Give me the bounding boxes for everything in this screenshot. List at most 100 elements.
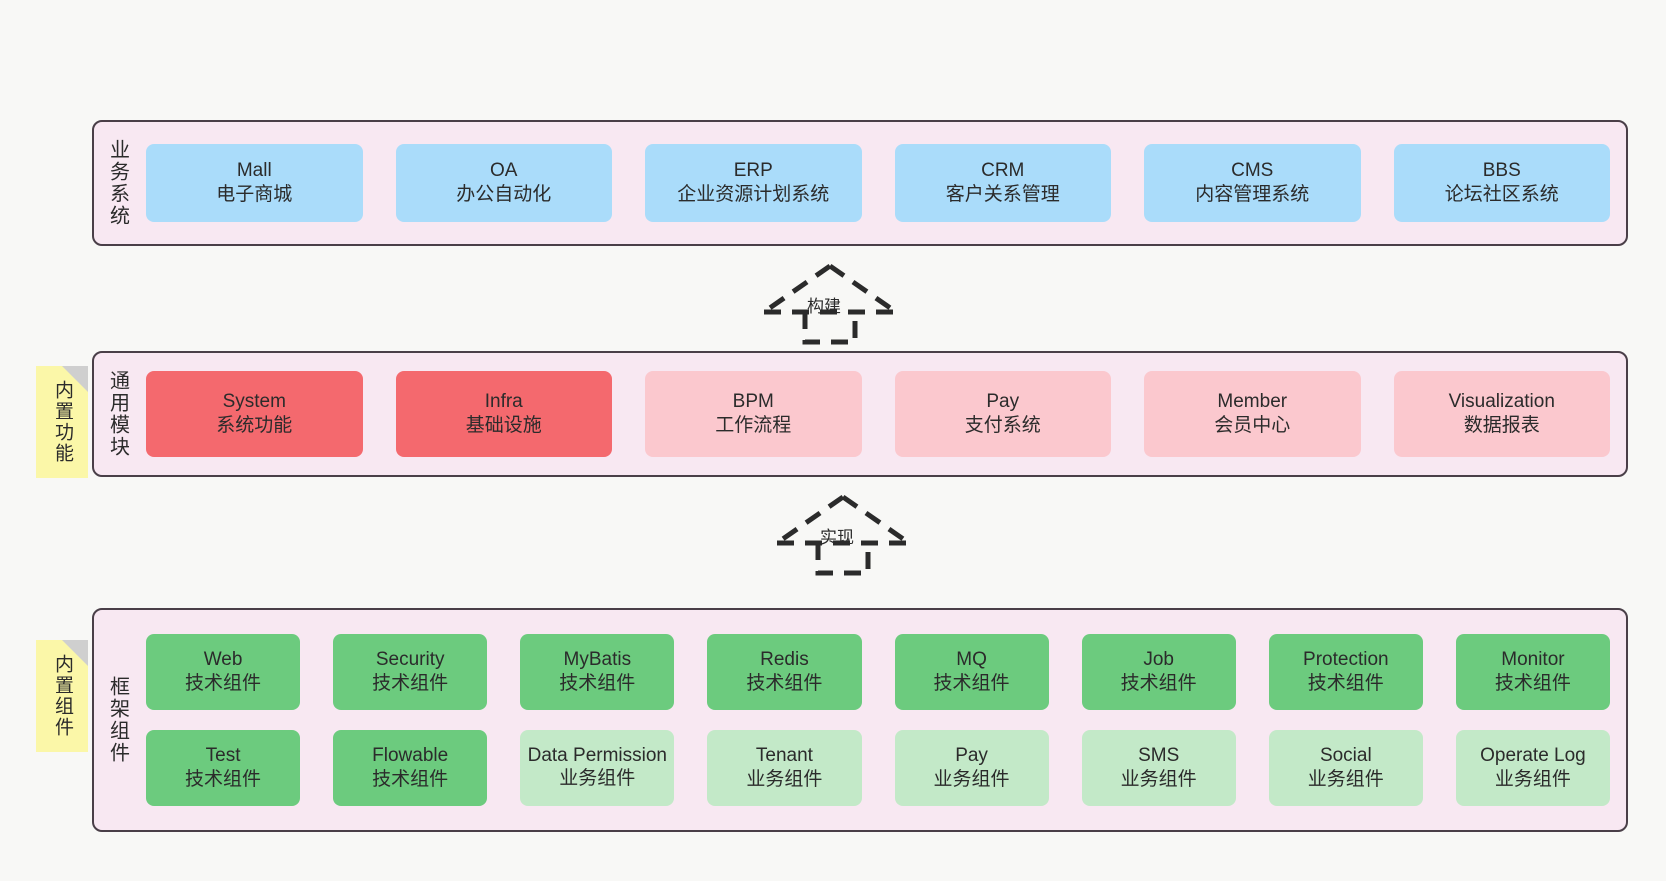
card-data-permission[interactable]: Data Permission 业务组件 <box>520 730 675 806</box>
card-oa[interactable]: OA 办公自动化 <box>395 144 612 222</box>
layer-body-common-modules: System 系统功能 Infra 基础设施 BPM 工作流程 Pay 支付系统… <box>140 353 1626 475</box>
card-subtitle: 内容管理系统 <box>1195 184 1310 205</box>
card-name: BBS <box>1482 160 1521 182</box>
card-name: Security <box>375 649 445 671</box>
card-subtitle: 技术组件 <box>746 673 823 694</box>
note-builtin-components: 内置组件 <box>36 640 88 752</box>
connector-label-build: 构建 <box>807 297 841 316</box>
arrowhead-left-edge <box>775 494 845 546</box>
card-subtitle: 技术组件 <box>372 673 449 694</box>
card-subtitle: 技术组件 <box>185 673 262 694</box>
card-subtitle: 技术组件 <box>185 769 262 790</box>
card-erp[interactable]: ERP 企业资源计划系统 <box>645 144 862 222</box>
card-test[interactable]: Test 技术组件 <box>146 730 301 806</box>
card-system[interactable]: System 系统功能 <box>146 371 363 457</box>
connector-stem <box>802 312 858 345</box>
arrowhead-left-edge <box>762 263 832 315</box>
card-name: Job <box>1143 649 1174 671</box>
card-subtitle: 技术组件 <box>1120 673 1197 694</box>
card-redis[interactable]: Redis 技术组件 <box>707 634 862 710</box>
card-row: System 系统功能 Infra 基础设施 BPM 工作流程 Pay 支付系统… <box>146 371 1610 457</box>
layer-title-common-modules: 通用模块 <box>106 370 129 458</box>
connector-implement: 实现 <box>768 493 918 576</box>
card-subtitle: 办公自动化 <box>456 184 552 205</box>
layer-common-modules: 通用模块 System 系统功能 Infra 基础设施 BPM 工作流程 Pay… <box>92 351 1628 477</box>
card-pay-module[interactable]: Pay 支付系统 <box>894 371 1111 457</box>
card-visualization[interactable]: Visualization 数据报表 <box>1393 371 1610 457</box>
layer-body-framework-components: Web 技术组件 Security 技术组件 MyBatis 技术组件 Redi… <box>140 610 1626 830</box>
card-social[interactable]: Social 业务组件 <box>1268 730 1423 806</box>
card-member[interactable]: Member 会员中心 <box>1144 371 1361 457</box>
card-subtitle: 业务组件 <box>559 768 636 790</box>
card-name: Operate Log <box>1480 745 1586 767</box>
card-subtitle: 系统功能 <box>216 415 293 436</box>
card-name: Tenant <box>755 745 813 767</box>
card-subtitle: 业务组件 <box>1120 769 1197 790</box>
card-name: Member <box>1217 391 1288 413</box>
folded-corner-icon <box>62 640 88 666</box>
connector-label-implement: 实现 <box>820 528 854 547</box>
card-subtitle: 技术组件 <box>372 769 449 790</box>
card-protection[interactable]: Protection 技术组件 <box>1268 634 1423 710</box>
layer-body-business-systems: Mall 电子商城 OA 办公自动化 ERP 企业资源计划系统 CRM 客户关系… <box>140 122 1626 244</box>
arrowhead-right-edge <box>841 494 911 546</box>
card-name: CMS <box>1231 160 1274 182</box>
card-web[interactable]: Web 技术组件 <box>146 634 301 710</box>
note-label: 内置组件 <box>51 654 73 738</box>
card-row: Mall 电子商城 OA 办公自动化 ERP 企业资源计划系统 CRM 客户关系… <box>146 144 1610 222</box>
card-subtitle: 业务组件 <box>933 769 1010 790</box>
card-name: Data Permission <box>527 744 667 766</box>
card-name: OA <box>490 160 518 182</box>
card-subtitle: 客户关系管理 <box>945 184 1060 205</box>
card-name: Pay <box>986 391 1020 413</box>
card-name: Mall <box>236 160 272 182</box>
card-sms[interactable]: SMS 业务组件 <box>1081 730 1236 806</box>
card-pay-component[interactable]: Pay 业务组件 <box>894 730 1049 806</box>
card-subtitle: 业务组件 <box>1307 769 1384 790</box>
card-mall[interactable]: Mall 电子商城 <box>146 144 363 222</box>
card-name: Infra <box>484 391 523 413</box>
folded-corner-icon <box>62 366 88 392</box>
card-tenant[interactable]: Tenant 业务组件 <box>707 730 862 806</box>
card-subtitle: 业务组件 <box>1494 769 1571 790</box>
card-name: CRM <box>981 160 1025 182</box>
card-cms[interactable]: CMS 内容管理系统 <box>1144 144 1361 222</box>
card-name: Protection <box>1303 649 1389 671</box>
card-name: Visualization <box>1448 391 1555 413</box>
card-row: Web 技术组件 Security 技术组件 MyBatis 技术组件 Redi… <box>146 634 1610 710</box>
card-name: Social <box>1319 745 1372 767</box>
card-name: Web <box>203 649 243 671</box>
card-job[interactable]: Job 技术组件 <box>1081 634 1236 710</box>
card-subtitle: 基础设施 <box>465 415 542 436</box>
connector-build: 构建 <box>755 262 905 345</box>
card-bpm[interactable]: BPM 工作流程 <box>645 371 862 457</box>
card-subtitle: 企业资源计划系统 <box>677 184 830 205</box>
card-subtitle: 业务组件 <box>746 769 823 790</box>
card-name: MQ <box>956 649 987 671</box>
card-name: ERP <box>733 160 773 182</box>
card-mq[interactable]: MQ 技术组件 <box>894 634 1049 710</box>
layer-title-framework-components: 框架组件 <box>106 676 129 764</box>
card-operate-log[interactable]: Operate Log 业务组件 <box>1455 730 1610 806</box>
card-row: Test 技术组件 Flowable 技术组件 Data Permission … <box>146 730 1610 806</box>
card-security[interactable]: Security 技术组件 <box>333 634 488 710</box>
card-name: Test <box>205 745 241 767</box>
card-infra[interactable]: Infra 基础设施 <box>395 371 612 457</box>
card-subtitle: 技术组件 <box>933 673 1010 694</box>
layer-title-business-systems: 业务系统 <box>106 139 129 227</box>
card-subtitle: 论坛社区系统 <box>1444 184 1559 205</box>
card-mybatis[interactable]: MyBatis 技术组件 <box>520 634 675 710</box>
card-bbs[interactable]: BBS 论坛社区系统 <box>1393 144 1610 222</box>
card-subtitle: 技术组件 <box>1307 673 1384 694</box>
card-name: Pay <box>955 745 988 767</box>
card-subtitle: 技术组件 <box>559 673 636 694</box>
card-subtitle: 工作流程 <box>715 415 792 436</box>
card-flowable[interactable]: Flowable 技术组件 <box>333 730 488 806</box>
note-builtin-features: 内置功能 <box>36 366 88 478</box>
layer-business-systems: 业务系统 Mall 电子商城 OA 办公自动化 ERP 企业资源计划系统 CRM… <box>92 120 1628 246</box>
card-name: MyBatis <box>563 649 632 671</box>
layer-framework-components: 框架组件 Web 技术组件 Security 技术组件 MyBatis 技术组件… <box>92 608 1628 832</box>
card-monitor[interactable]: Monitor 技术组件 <box>1455 634 1610 710</box>
card-crm[interactable]: CRM 客户关系管理 <box>894 144 1111 222</box>
